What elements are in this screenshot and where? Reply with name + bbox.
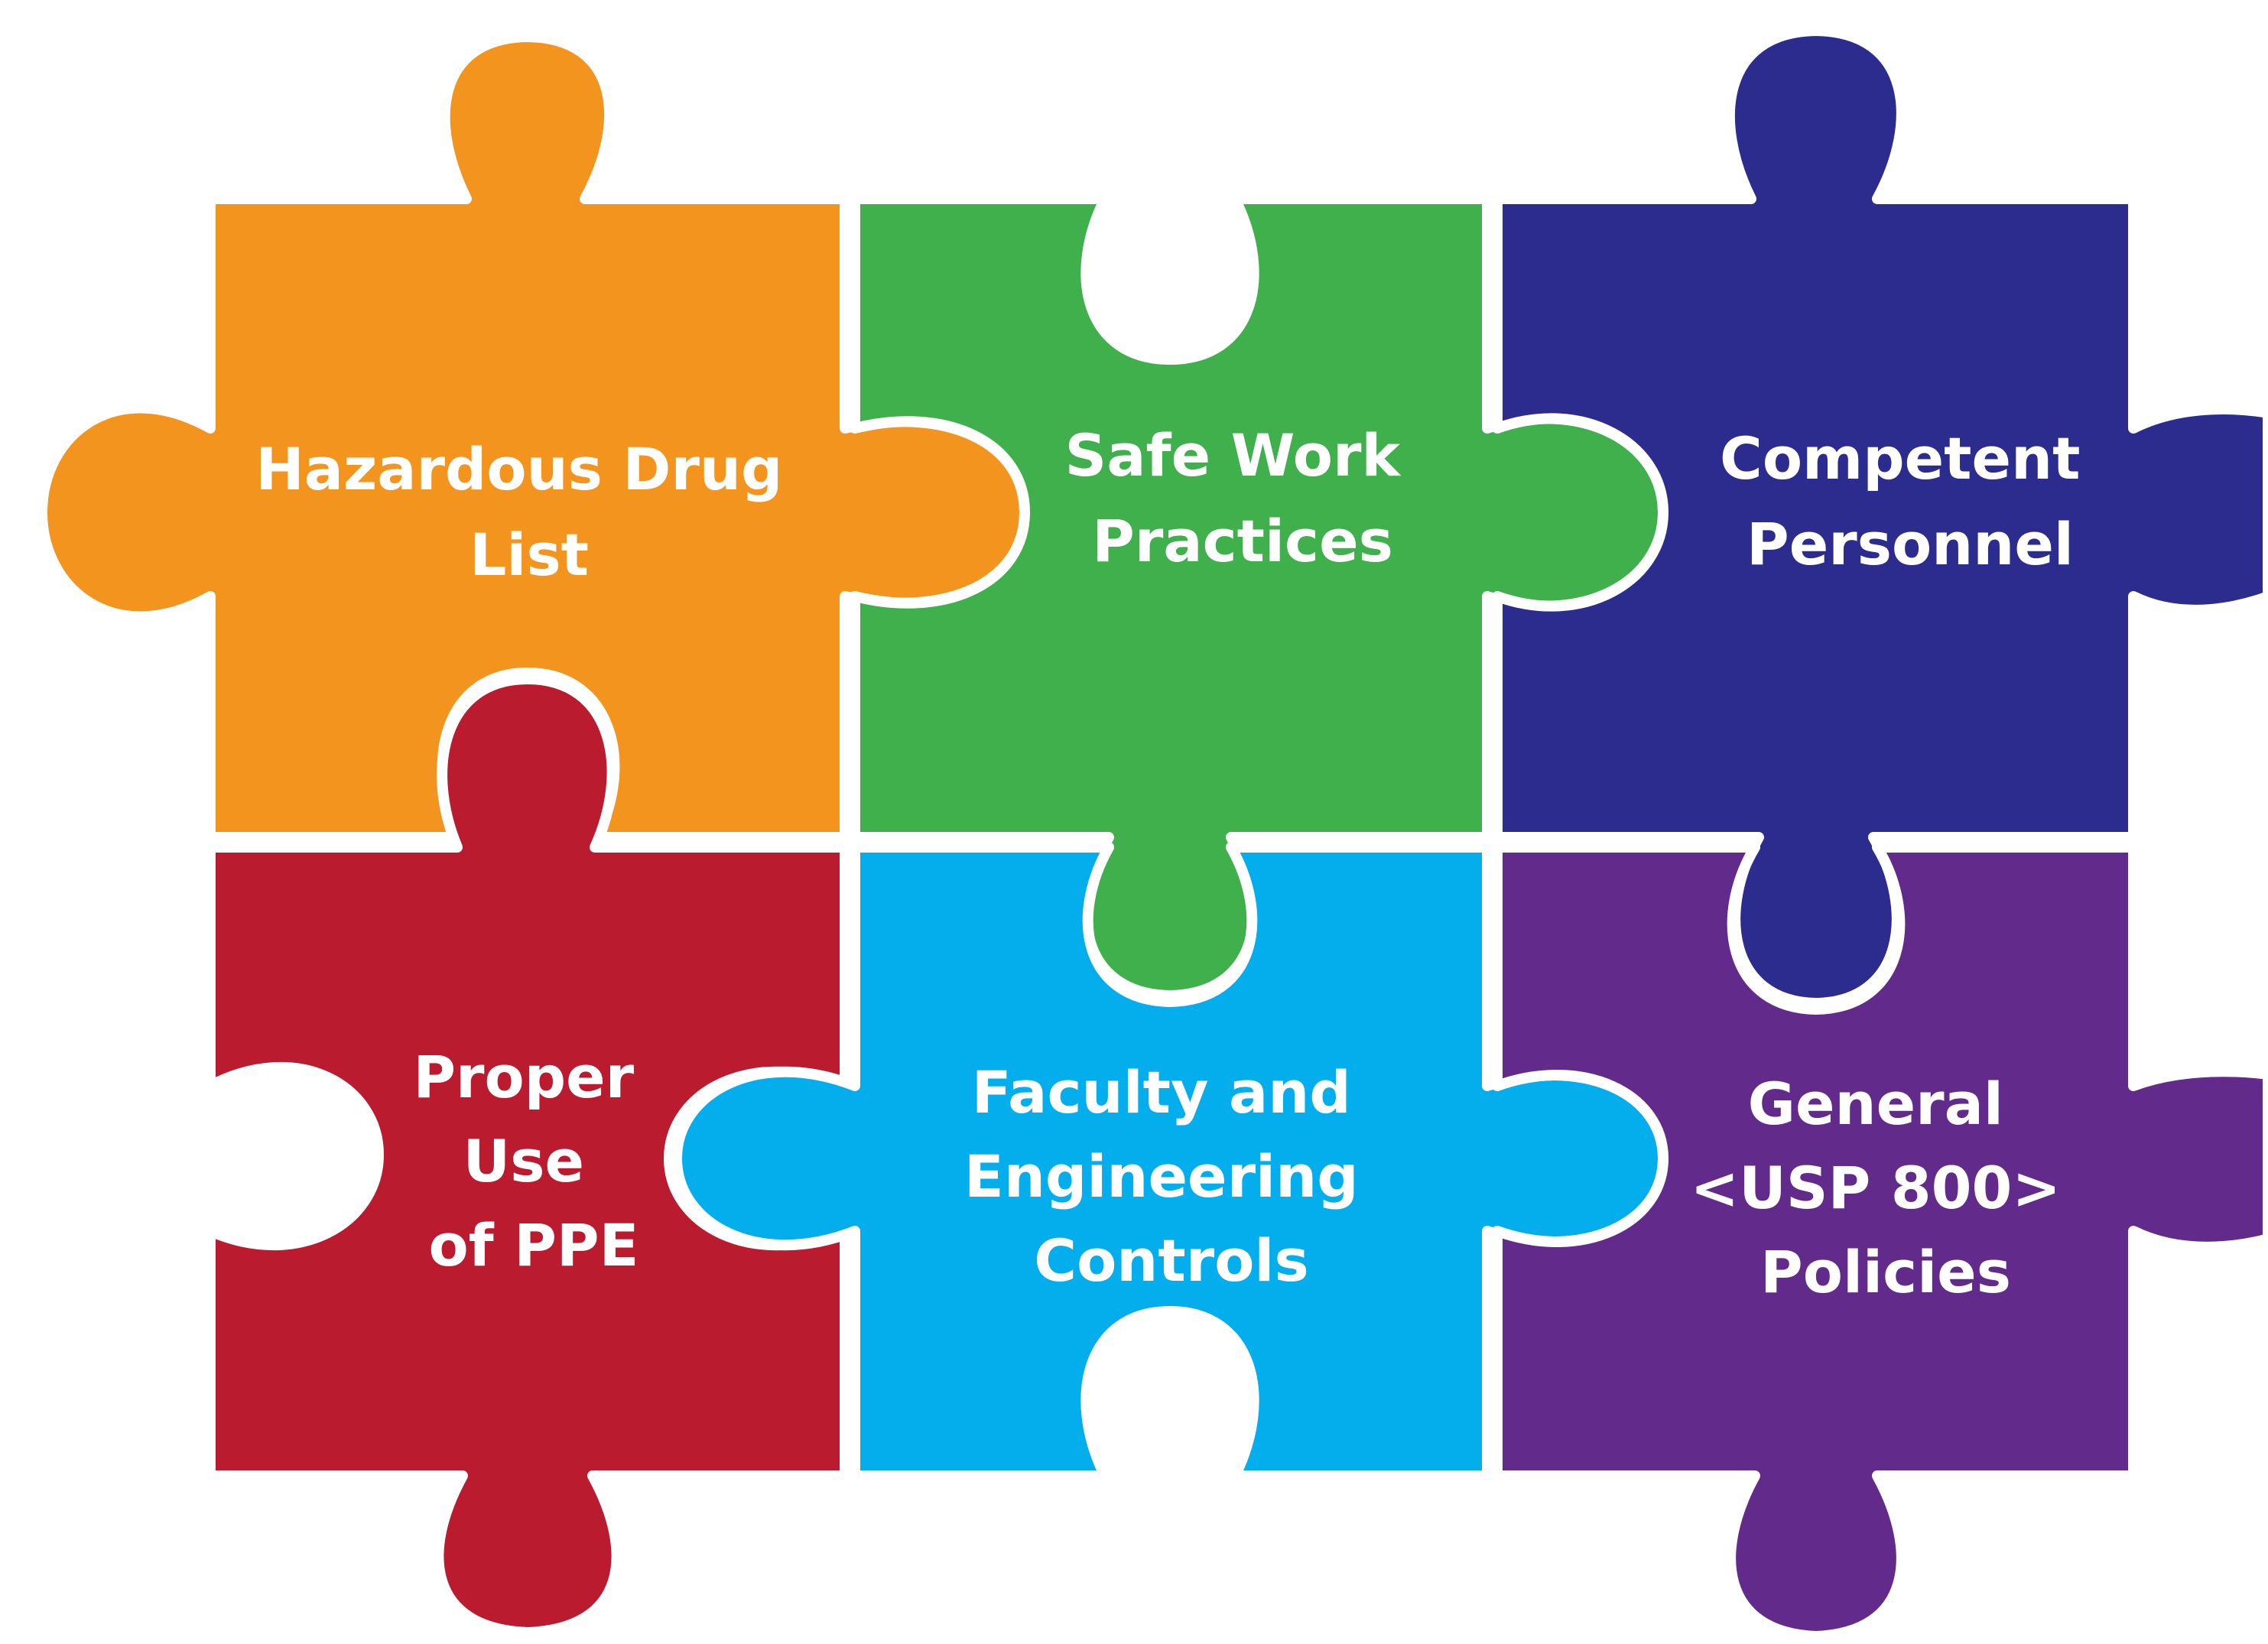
piece-shape	[1492, 842, 2268, 1642]
label-line: Practices	[1092, 507, 1393, 575]
label-line: of PPE	[428, 1211, 638, 1279]
label-line: Hazardous Drug	[255, 435, 782, 503]
label-line: Personnel	[1746, 510, 2074, 578]
piece-shape	[671, 842, 1669, 1481]
piece-label: Competent Personnel	[1720, 424, 2101, 578]
puzzle-piece-proper-use-of-ppe: Proper Use of PPE	[205, 674, 850, 1638]
puzzle-piece-general-usp-800-policies: General <USP 800> Policies	[1492, 842, 2268, 1642]
piece-label: General <USP 800> Policies	[1690, 1070, 2081, 1306]
puzzle-piece-faculty-and-engineering-controls: Faculty and Engineering Controls	[671, 842, 1669, 1481]
piece-label: Hazardous Drug List	[255, 435, 803, 589]
label-line: Proper	[413, 1043, 634, 1111]
label-line: Policies	[1760, 1238, 2011, 1306]
label-line: Controls	[1034, 1227, 1308, 1295]
label-line: Competent	[1720, 424, 2080, 492]
piece-label: Proper Use of PPE	[413, 1043, 654, 1279]
piece-label: Safe Work Practices	[1065, 421, 1421, 575]
label-line: List	[470, 521, 589, 589]
label-line: Safe Work	[1065, 421, 1402, 489]
puzzle-piece-safe-work-practices: Safe Work Practices	[850, 193, 1669, 1001]
label-line: General	[1748, 1070, 2003, 1138]
label-line: Faculty and	[972, 1058, 1351, 1126]
puzzle-piece-competent-personnel: Competent Personnel	[1492, 25, 2268, 1009]
piece-shape	[850, 193, 1669, 1001]
label-line: <USP 800>	[1690, 1154, 2061, 1222]
piece-label: Faculty and Engineering Controls	[964, 1058, 1379, 1295]
piece-shape	[205, 674, 850, 1638]
label-line: Use	[463, 1127, 585, 1195]
label-line: Engineering	[964, 1142, 1359, 1210]
